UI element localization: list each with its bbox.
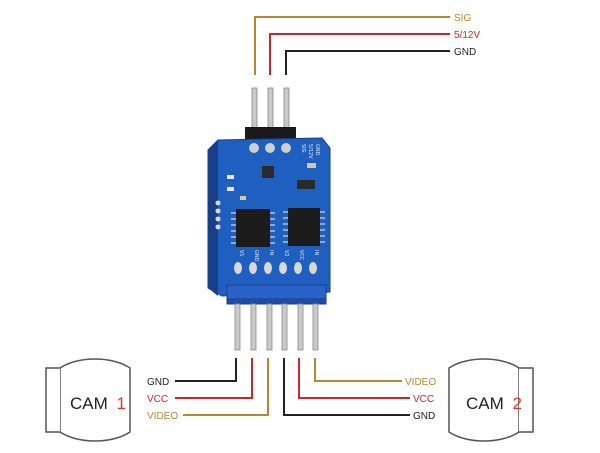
pcb-label-top: SIG [300, 144, 306, 153]
pcb-board: GND 5/12V SIG [207, 137, 331, 297]
bottom-pin-2 [250, 303, 257, 351]
side-pads [215, 200, 221, 230]
pcb-label-bottom: V1 [238, 250, 244, 257]
cam1-vcc-label: VCC [147, 394, 168, 405]
cam1-gnd-wire [175, 358, 237, 382]
pcb-label-bottom: IN [313, 250, 319, 255]
smd-component [227, 187, 234, 191]
bottom-header [226, 284, 327, 351]
cam2-label: CAM 2 [466, 394, 522, 413]
cam2-wires [283, 358, 410, 416]
smd-component [307, 163, 316, 168]
cam1-label: CAM 1 [70, 394, 126, 413]
smd-component [262, 166, 274, 178]
top-header-housing [245, 127, 296, 140]
bottom-pin-1 [234, 303, 241, 351]
cam2-gnd-wire [283, 358, 410, 416]
pad [281, 143, 291, 153]
cam2-lens [519, 367, 534, 433]
cam1-vcc-wire [175, 358, 253, 399]
smd-component [240, 196, 246, 200]
cam2-block: CAM 2 [448, 358, 534, 442]
cam1-gnd-label: GND [147, 377, 169, 388]
smd-component [297, 180, 315, 189]
cam1-video-wire [183, 358, 269, 416]
bottom-pin-6 [312, 303, 319, 351]
bottom-pin-4 [281, 303, 288, 351]
cam1-number: 1 [117, 394, 126, 413]
bottom-pin-3 [266, 303, 273, 351]
pcb-label-top: GND [314, 144, 320, 156]
cam1-video-label: VIDEO [147, 411, 178, 422]
pad [265, 143, 275, 153]
sig-wire [254, 16, 450, 75]
cam2-gnd-label: GND [413, 411, 435, 422]
pad [249, 143, 259, 153]
bottom-header-shade [227, 298, 326, 304]
bottom-pads [234, 262, 317, 274]
gnd-wire-top [285, 50, 450, 75]
cam2-vcc-wire [298, 358, 410, 399]
gnd-label-top: GND [454, 47, 476, 58]
input-wires [254, 16, 450, 75]
cam2-video-label: VIDEO [405, 377, 436, 388]
bottom-pin-5 [297, 303, 304, 351]
ic-chip-right [283, 208, 325, 246]
cam2-name: CAM [466, 394, 504, 413]
sig-label: SIG [454, 13, 471, 24]
pcb-label-bottom: GND [253, 250, 259, 262]
pcb-label-bottom: VCC [298, 250, 304, 261]
power-wire [269, 33, 450, 75]
pcb-edge [208, 140, 218, 296]
smd-component [227, 175, 234, 179]
ic-chip-left [231, 209, 275, 247]
cam1-wires [175, 358, 269, 416]
cam1-name: CAM [70, 394, 108, 413]
pcb-label-bottom: IN [268, 250, 274, 255]
power-label: 5/12V [454, 30, 480, 41]
cam2-video-wire [314, 358, 402, 382]
pcb-label-bottom: V2 [283, 250, 289, 257]
top-header [245, 87, 296, 140]
cam1-block: CAM 1 [45, 358, 131, 442]
cam2-vcc-label: VCC [413, 394, 434, 405]
cam1-lens [45, 367, 60, 433]
cam2-number: 2 [513, 394, 522, 413]
pcb-label-top: 5/12V [307, 144, 313, 159]
cam1-body [59, 358, 131, 442]
